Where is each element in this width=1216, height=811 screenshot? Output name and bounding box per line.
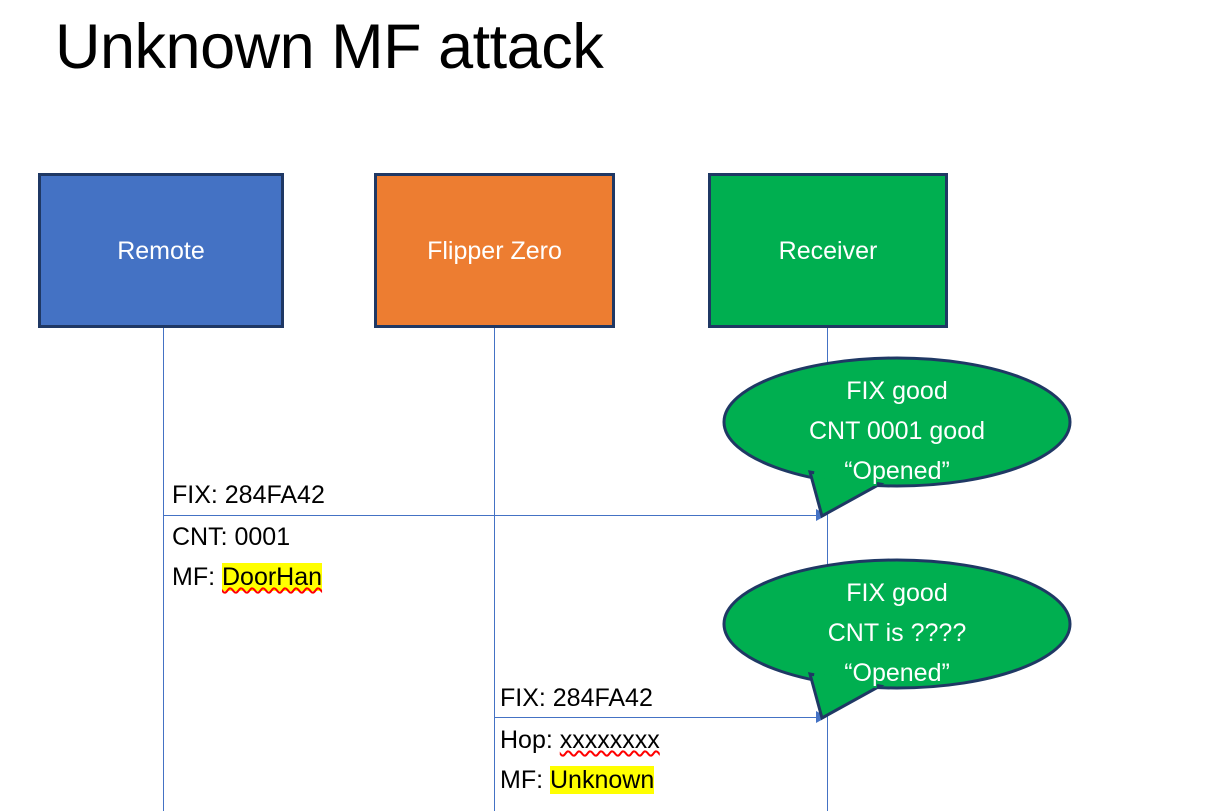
callout-bubble-2[interactable]: FIX good CNT is ???? “Opened” [722, 558, 1072, 723]
message-1-cnt-line: CNT: 0001 [172, 517, 322, 557]
callout-bubble-1[interactable]: FIX good CNT 0001 good “Opened” [722, 356, 1072, 521]
message-2-mf-prefix: MF: [500, 766, 550, 794]
actor-label-remote: Remote [117, 236, 205, 265]
message-1-label-body: CNT: 0001 MF: DoorHan [172, 517, 323, 597]
message-2-hop-line: Hop: xxxxxxxx [500, 720, 660, 760]
callout-2-tail-joint [813, 673, 878, 688]
page-title: Unknown MF attack [55, 12, 604, 82]
message-2-label-fix: FIX: 284FA42 [500, 678, 653, 718]
message-arrow-1-line [163, 515, 816, 516]
message-2-mf-line: MF: Unknown [500, 760, 660, 800]
message-2-fix-text: FIX: 284FA42 [500, 684, 653, 712]
lifeline-remote [163, 328, 164, 811]
callout-1-ellipse [722, 356, 1072, 488]
message-1-mf-line: MF: DoorHan [172, 557, 323, 597]
message-1-mf-prefix: MF: [172, 563, 222, 591]
actor-box-receiver[interactable]: Receiver [708, 173, 948, 328]
callout-2-ellipse [722, 558, 1072, 690]
lifeline-flipper [494, 328, 495, 811]
actor-box-flipper[interactable]: Flipper Zero [374, 173, 615, 328]
message-1-mf-value: DoorHan [222, 563, 323, 591]
actor-box-remote[interactable]: Remote [38, 173, 284, 328]
message-arrow-2-line [494, 717, 816, 718]
message-2-hop-prefix: Hop: [500, 726, 560, 754]
actor-label-receiver: Receiver [778, 236, 878, 265]
message-1-fix-text: FIX: 284FA42 [172, 481, 325, 509]
message-2-hop-value: xxxxxxxx [559, 726, 660, 754]
message-2-mf-value: Unknown [550, 766, 655, 794]
message-2-label-body: Hop: xxxxxxxx MF: Unknown [500, 720, 660, 800]
message-1-label-fix: FIX: 284FA42 [172, 475, 325, 515]
message-1-cnt-text: CNT: 0001 [172, 523, 291, 551]
actor-label-flipper: Flipper Zero [427, 236, 562, 265]
callout-1-tail-joint [813, 471, 878, 486]
